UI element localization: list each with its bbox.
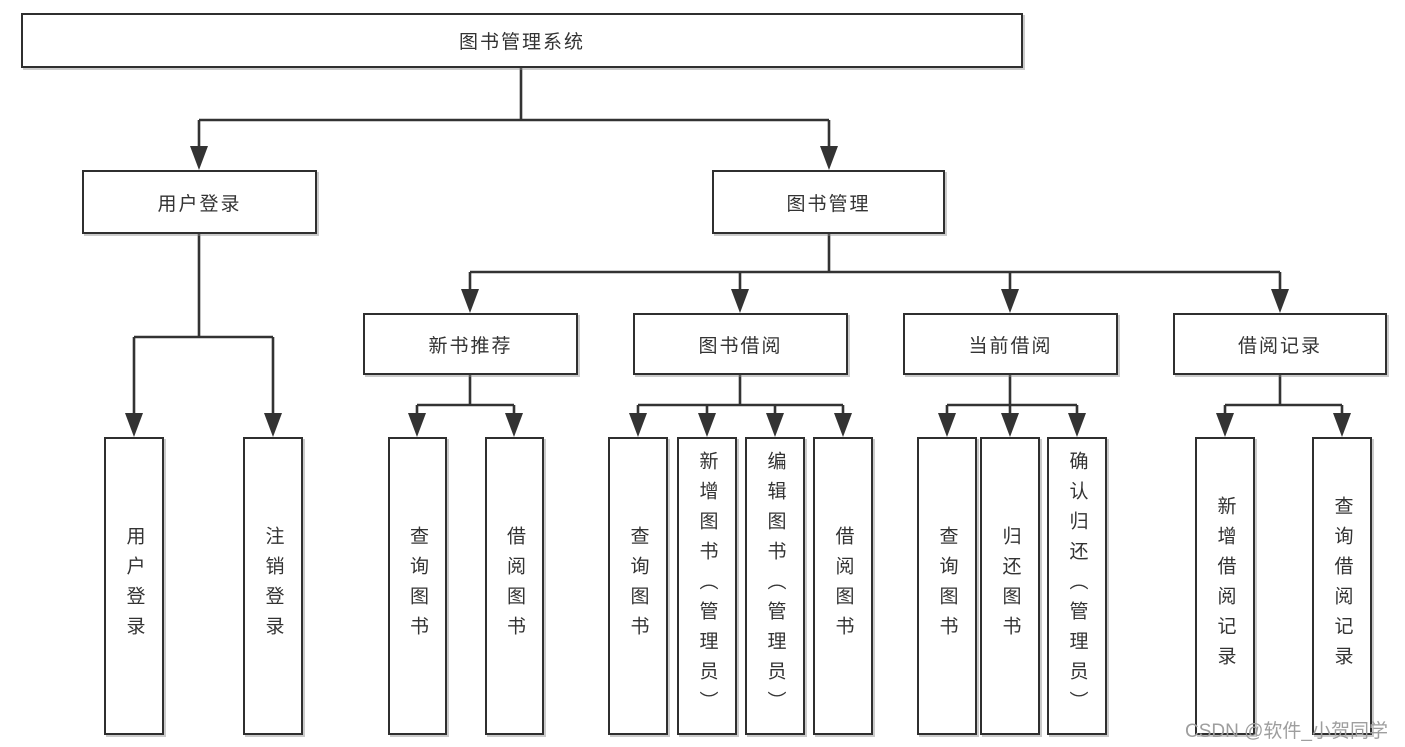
node-book-borrowing-label: 图书借阅	[698, 335, 783, 357]
node-library-management-system: 图书管理系统	[21, 13, 1023, 68]
node-leaf-borrow-add-books: 新增图书（管理员）	[677, 437, 737, 735]
node-leaf-records-add-record: 新增借阅记录	[1195, 437, 1255, 735]
node-new-book-recommend-label: 新书推荐	[428, 335, 513, 357]
node-leaf-borrow-borrow-books: 借阅图书	[813, 437, 873, 735]
node-user-login-label: 用户登录	[157, 193, 242, 215]
node-leaf-recommend-query-books-label: 查询图书	[407, 526, 428, 646]
node-leaf-user-login: 用户登录	[104, 437, 164, 735]
node-library-management-system-label: 图书管理系统	[458, 32, 585, 53]
node-borrowing-records: 借阅记录	[1173, 313, 1387, 375]
connector-borrowing-records-to-leaves	[1216, 375, 1351, 437]
node-leaf-logout-label: 注销登录	[262, 526, 284, 646]
node-leaf-borrow-edit-books-label: 编辑图书（管理员）	[764, 451, 786, 721]
node-book-management-label: 图书管理	[786, 193, 871, 215]
csdn-watermark: CSDN @软件_小贺同学	[1185, 721, 1388, 742]
node-leaf-records-query-record: 查询借阅记录	[1312, 437, 1372, 735]
node-leaf-logout: 注销登录	[243, 437, 303, 735]
node-leaf-borrow-borrow-books-label: 借阅图书	[832, 526, 854, 646]
node-user-login: 用户登录	[82, 170, 317, 234]
node-new-book-recommend: 新书推荐	[363, 313, 578, 375]
node-leaf-current-query-books-label: 查询图书	[936, 526, 958, 646]
connector-root-to-level2	[190, 68, 838, 170]
node-leaf-records-query-record-label: 查询借阅记录	[1331, 496, 1353, 676]
node-leaf-borrow-edit-books: 编辑图书（管理员）	[745, 437, 805, 735]
node-leaf-current-confirm-return-label: 确认归还（管理员）	[1066, 451, 1088, 721]
node-leaf-current-query-books: 查询图书	[917, 437, 977, 735]
node-leaf-current-return-books: 归还图书	[980, 437, 1040, 735]
connector-current-borrowing-to-leaves	[938, 375, 1086, 437]
node-leaf-user-login-label: 用户登录	[123, 526, 145, 646]
node-leaf-current-return-books-label: 归还图书	[999, 526, 1021, 646]
connector-new-book-recommend-to-leaves	[408, 375, 523, 437]
node-borrowing-records-label: 借阅记录	[1237, 335, 1322, 357]
node-current-borrowing: 当前借阅	[903, 313, 1118, 375]
node-leaf-borrow-add-books-label: 新增图书（管理员）	[696, 451, 718, 721]
connector-book-management-to-level3	[461, 234, 1289, 313]
connector-user-login-to-leaves	[125, 234, 282, 437]
node-book-management: 图书管理	[712, 170, 945, 234]
node-leaf-recommend-query-books: 查询图书	[388, 437, 447, 735]
connector-book-borrowing-to-leaves	[629, 375, 852, 437]
node-leaf-records-add-record-label: 新增借阅记录	[1214, 496, 1236, 676]
node-leaf-recommend-borrow-books-label: 借阅图书	[504, 526, 525, 646]
node-current-borrowing-label: 当前借阅	[968, 335, 1053, 357]
node-leaf-current-confirm-return: 确认归还（管理员）	[1047, 437, 1107, 735]
node-leaf-borrow-query-books: 查询图书	[608, 437, 668, 735]
node-leaf-recommend-borrow-books: 借阅图书	[485, 437, 544, 735]
node-leaf-borrow-query-books-label: 查询图书	[627, 526, 649, 646]
node-book-borrowing: 图书借阅	[633, 313, 848, 375]
